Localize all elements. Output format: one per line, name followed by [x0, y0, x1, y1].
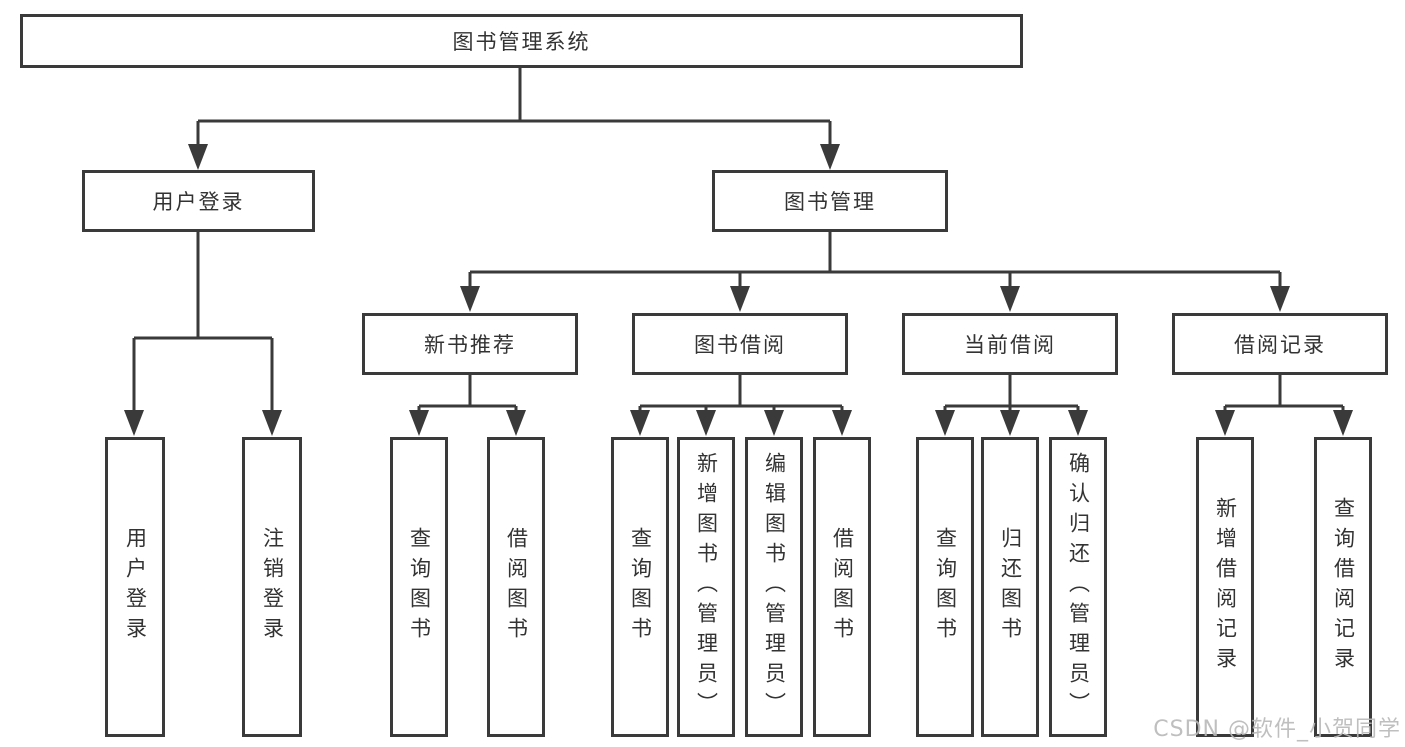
leaf-label: 借阅图书 — [504, 527, 529, 647]
leaf-query-books: 查询图书 — [611, 437, 669, 737]
arrow-down-icon — [630, 410, 650, 436]
arrow-down-icon — [1000, 286, 1020, 312]
leaf-label: 确认归还（管理员） — [1066, 452, 1091, 722]
leaf-return-books: 归还图书 — [981, 437, 1039, 737]
leaf-add-books-admin: 新增图书（管理员） — [677, 437, 735, 737]
leaf-logout: 注销登录 — [242, 437, 302, 737]
node-label: 用户登录 — [152, 190, 245, 214]
arrow-down-icon — [1000, 410, 1020, 436]
arrow-down-icon — [262, 410, 282, 436]
arrow-down-icon — [820, 144, 840, 170]
leaf-label: 借阅图书 — [830, 527, 855, 647]
leaf-confirm-return-admin: 确认归还（管理员） — [1049, 437, 1107, 737]
node-new-book-recommend: 新书推荐 — [362, 313, 578, 375]
arrow-down-icon — [1270, 286, 1290, 312]
leaf-label: 查询图书 — [628, 527, 653, 647]
leaf-label: 归还图书 — [998, 527, 1023, 647]
node-user-login: 用户登录 — [82, 170, 315, 232]
arrow-down-icon — [506, 410, 526, 436]
leaf-label: 注销登录 — [260, 527, 285, 647]
arrow-down-icon — [409, 410, 429, 436]
arrow-down-icon — [460, 286, 480, 312]
leaf-user-login: 用户登录 — [105, 437, 165, 737]
node-book-borrowing: 图书借阅 — [632, 313, 848, 375]
arrow-down-icon — [188, 144, 208, 170]
arrow-down-icon — [935, 410, 955, 436]
arrow-down-icon — [1068, 410, 1088, 436]
node-current-borrowing: 当前借阅 — [902, 313, 1118, 375]
node-label: 图书管理 — [784, 190, 876, 214]
leaf-query-borrow-record: 查询借阅记录 — [1314, 437, 1372, 737]
leaf-label: 用户登录 — [123, 527, 148, 647]
leaf-label: 查询借阅记录 — [1331, 497, 1356, 677]
node-label: 新书推荐 — [424, 333, 516, 357]
leaf-label: 新增图书（管理员） — [694, 452, 719, 722]
node-label: 图书管理系统 — [452, 30, 591, 54]
leaf-borrow-books: 借阅图书 — [487, 437, 545, 737]
arrow-down-icon — [1333, 410, 1353, 436]
leaf-add-borrow-record: 新增借阅记录 — [1196, 437, 1254, 737]
node-root: 图书管理系统 — [20, 14, 1023, 68]
node-label: 当前借阅 — [964, 333, 1056, 357]
arrow-down-icon — [696, 410, 716, 436]
leaf-borrow-books: 借阅图书 — [813, 437, 871, 737]
arrow-down-icon — [1215, 410, 1235, 436]
leaf-label: 新增借阅记录 — [1213, 497, 1238, 677]
arrow-down-icon — [832, 410, 852, 436]
leaf-query-books: 查询图书 — [916, 437, 974, 737]
node-borrowing-records: 借阅记录 — [1172, 313, 1388, 375]
leaf-label: 编辑图书（管理员） — [762, 452, 787, 722]
node-label: 借阅记录 — [1234, 333, 1326, 357]
csdn-watermark: CSDN @软件_小贺同学 — [1153, 717, 1401, 742]
arrow-down-icon — [764, 410, 784, 436]
leaf-edit-books-admin: 编辑图书（管理员） — [745, 437, 803, 737]
leaf-label: 查询图书 — [933, 527, 958, 647]
node-book-management: 图书管理 — [712, 170, 948, 232]
leaf-query-books: 查询图书 — [390, 437, 448, 737]
leaf-label: 查询图书 — [407, 527, 432, 647]
arrow-down-icon — [124, 410, 144, 436]
arrow-down-icon — [730, 286, 750, 312]
node-label: 图书借阅 — [694, 333, 786, 357]
